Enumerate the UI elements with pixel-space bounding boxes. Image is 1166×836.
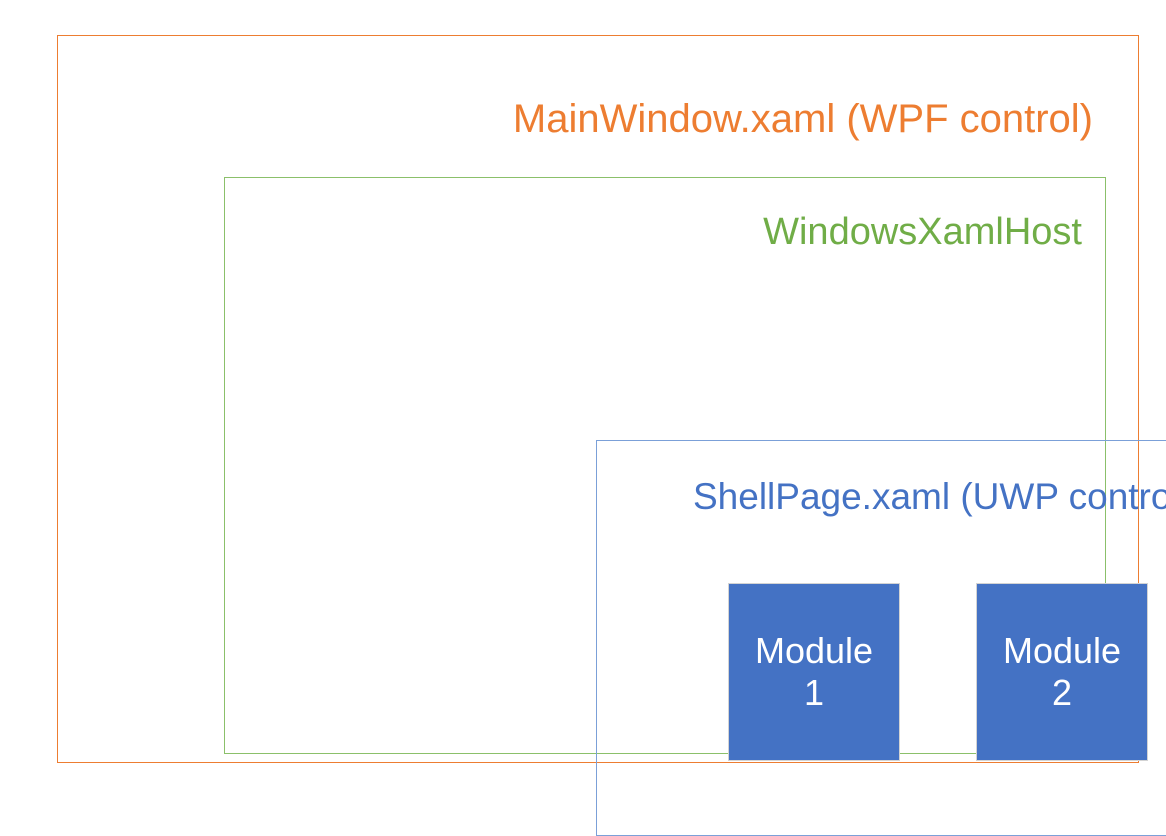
label-windows-xaml-host: WindowsXamlHost (763, 211, 1082, 253)
module-1-number: 1 (803, 672, 825, 713)
container-mainwindow-xaml: MainWindow.xaml (WPF control) WindowsXam… (57, 35, 1166, 836)
diagram-canvas: MainWindow.xaml (WPF control) WindowsXam… (57, 35, 1166, 836)
container-shellpage-xaml: ShellPage.xaml (UWP control) Module 1 Mo… (596, 440, 1166, 836)
container-windows-xaml-host: WindowsXamlHost ShellPage.xaml (UWP cont… (224, 177, 1166, 836)
module-box-2: Module 2 (976, 583, 1148, 761)
module-2-number: 2 (1051, 672, 1073, 713)
module-1-name: Module (754, 629, 874, 671)
label-shellpage-xaml: ShellPage.xaml (UWP control) (693, 476, 1166, 517)
module-box-1: Module 1 (728, 583, 900, 761)
module-2-name: Module (1002, 629, 1122, 671)
label-mainwindow-xaml: MainWindow.xaml (WPF control) (512, 97, 1093, 141)
